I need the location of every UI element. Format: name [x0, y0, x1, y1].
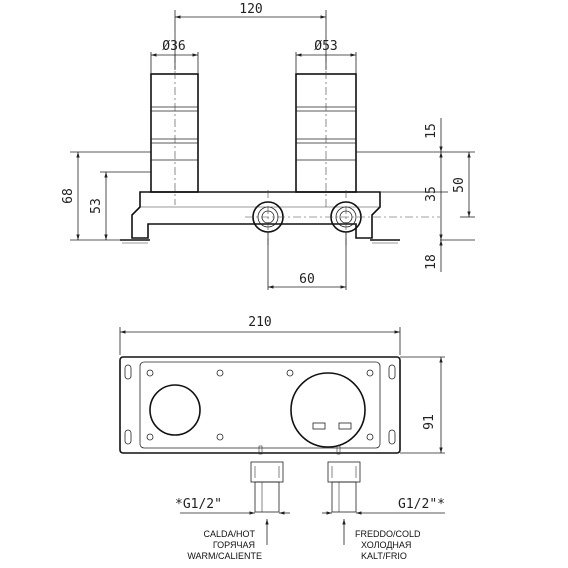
hot-inlet-label: CALDA/HOT ГОРЯЧАЯ WARM/CALIENTE: [187, 529, 262, 561]
dim-left-diameter: Ø36: [162, 39, 185, 54]
valve-body: [120, 191, 400, 244]
hot-label-line-1: CALDA/HOT: [203, 529, 255, 539]
dim-91: 91: [422, 414, 437, 430]
left-valve-opening: [149, 384, 201, 436]
dim-50: 50: [452, 177, 467, 193]
dim-53: 53: [89, 198, 104, 214]
dim-120: 120: [239, 2, 262, 17]
side-view: 120 Ø36 Ø53 68 53 15 35 50 18: [61, 2, 475, 290]
cold-thread-label: G1/2"*: [398, 497, 445, 512]
dim-68: 68: [61, 188, 76, 204]
dim-right-diameter: Ø53: [314, 39, 337, 54]
hot-inlet-pipe: [250, 461, 284, 513]
dim-18: 18: [424, 254, 439, 270]
hot-label-line-2: ГОРЯЧАЯ: [213, 540, 255, 550]
dim-35: 35: [424, 186, 439, 202]
hot-label-line-3: WARM/CALIENTE: [187, 551, 262, 561]
cold-label-line-2: ХОЛОДНАЯ: [361, 540, 411, 550]
right-valve-opening: [290, 372, 366, 448]
front-view: 210 91: [119, 315, 445, 561]
cold-label-line-1: FREDDO/COLD: [355, 529, 421, 539]
dim-15: 15: [424, 123, 439, 139]
mounting-plate: [119, 356, 401, 454]
cold-inlet-pipe: [327, 461, 361, 513]
dim-60: 60: [299, 272, 315, 287]
dim-210: 210: [248, 315, 271, 330]
cold-label-line-3: KALT/FRIO: [361, 551, 407, 561]
cold-inlet-label: FREDDO/COLD ХОЛОДНАЯ KALT/FRIO: [355, 529, 421, 561]
hot-thread-label: *G1/2": [175, 497, 222, 512]
left-cylinder: [150, 73, 199, 193]
